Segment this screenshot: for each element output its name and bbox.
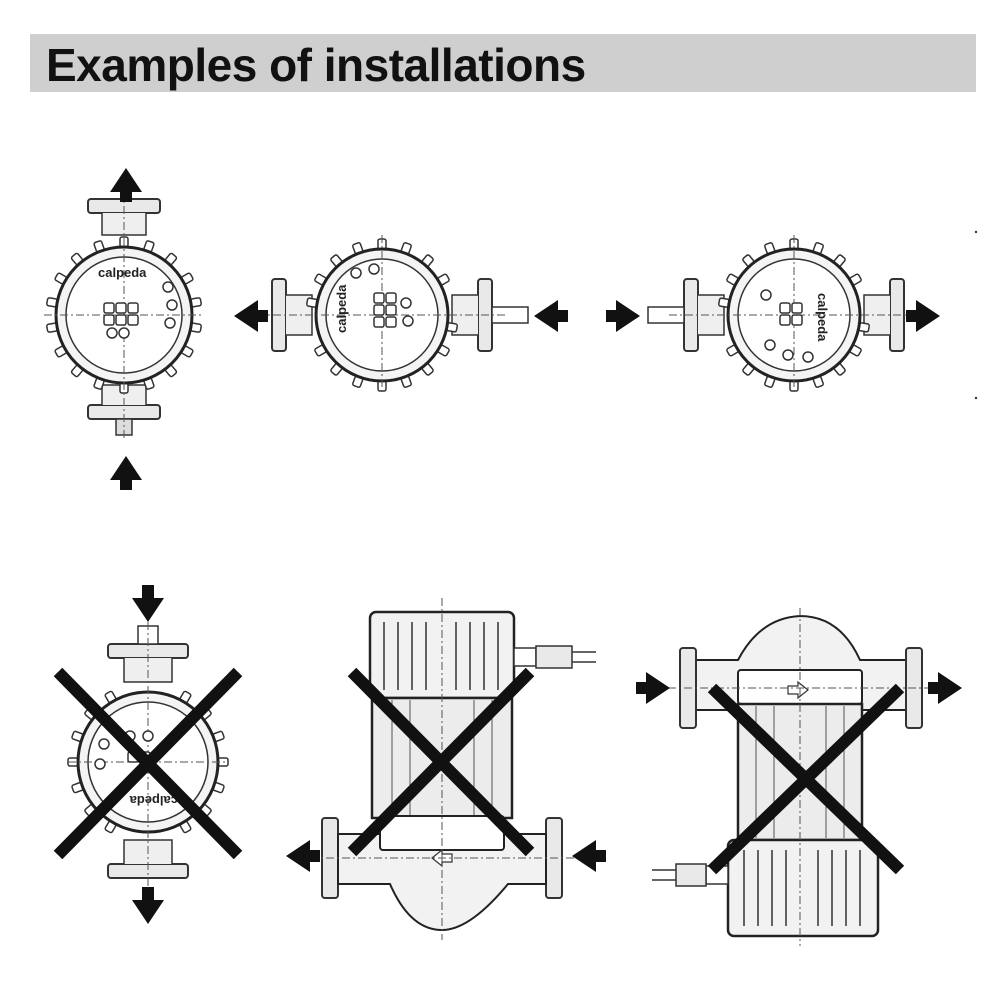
arrow-left-icon (534, 300, 568, 332)
arrow-left-icon (572, 840, 606, 872)
installation-3-horizontal: calpeda (647, 235, 919, 395)
arrow-right-icon (928, 672, 962, 704)
arrow-up-icon (110, 456, 142, 490)
arrow-down-icon (132, 887, 164, 924)
brand-label: calpeda (98, 265, 147, 280)
arrow-up-icon (110, 168, 142, 202)
page-title: Examples of installations (46, 39, 586, 91)
arrow-down-icon (132, 585, 164, 622)
arrow-left-icon (286, 840, 320, 872)
installation-1-vertical: calpeda (44, 190, 204, 440)
brand-label: calpeda (129, 793, 178, 808)
cross-out-icon (347, 667, 535, 857)
brand-label: calpeda (815, 293, 830, 342)
arrow-right-icon (606, 300, 640, 332)
installation-2-horizontal: calpeda (257, 235, 529, 395)
installation-6-motor-down (652, 608, 936, 946)
arrow-left-icon (234, 300, 268, 332)
arrow-right-icon (906, 300, 940, 332)
arrow-right-icon (636, 672, 670, 704)
brand-label: calpeda (334, 284, 349, 333)
cross-out-icon (53, 667, 243, 860)
cross-out-icon (707, 683, 905, 875)
title-bar (30, 34, 976, 92)
